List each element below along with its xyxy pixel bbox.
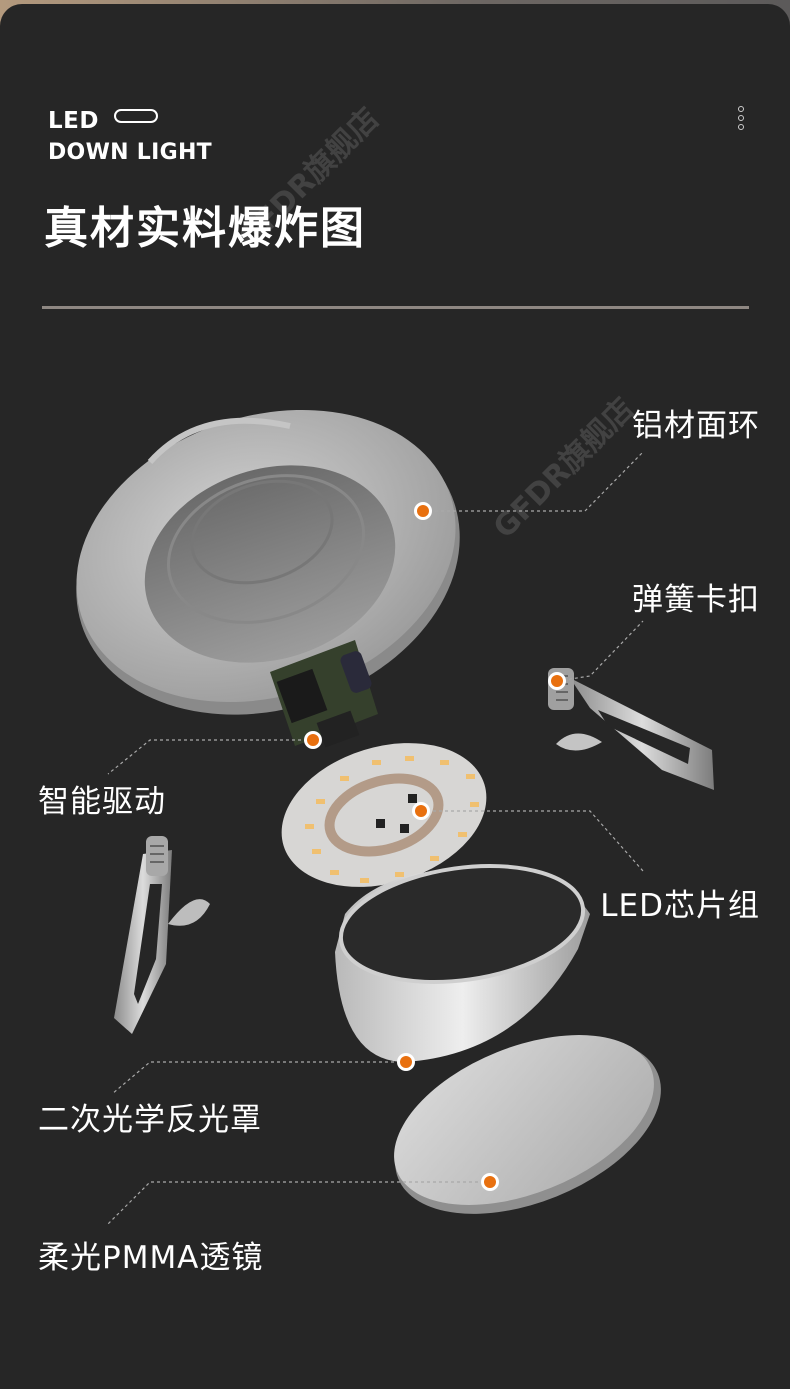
exploded-view-illustration xyxy=(76,409,714,1225)
label-led-chip: LED芯片组 xyxy=(600,888,760,924)
reflector-cup xyxy=(335,864,590,1062)
pill-icon xyxy=(114,109,158,123)
label-ring: 铝材面环 xyxy=(632,408,760,444)
aluminum-ring xyxy=(76,409,460,715)
driver-board xyxy=(270,640,378,748)
brand-line-2: DOWN LIGHT xyxy=(48,140,212,165)
spring-clip-left xyxy=(114,836,210,1034)
label-reflector: 二次光学反光罩 xyxy=(38,1102,262,1138)
led-chip-board xyxy=(281,743,487,887)
label-driver: 智能驱动 xyxy=(38,784,166,820)
title-divider xyxy=(42,306,749,309)
spring-clip-right xyxy=(548,668,714,790)
label-lens: 柔光PMMA透镜 xyxy=(38,1240,264,1276)
brand-line-1: LED xyxy=(48,108,99,134)
page-title: 真材实料爆炸图 xyxy=(44,203,366,254)
content-panel: LED DOWN LIGHT 真材实料爆炸图 GFDR旗舰店 GFDR旗舰店 xyxy=(0,4,790,1389)
marker-dots xyxy=(304,502,566,1191)
label-spring-clip: 弹簧卡扣 xyxy=(632,582,760,618)
leader-lines xyxy=(107,451,644,1225)
pmma-lens xyxy=(394,1035,661,1214)
brand-logo: LED DOWN LIGHT xyxy=(48,106,212,168)
more-icon[interactable] xyxy=(738,106,746,136)
